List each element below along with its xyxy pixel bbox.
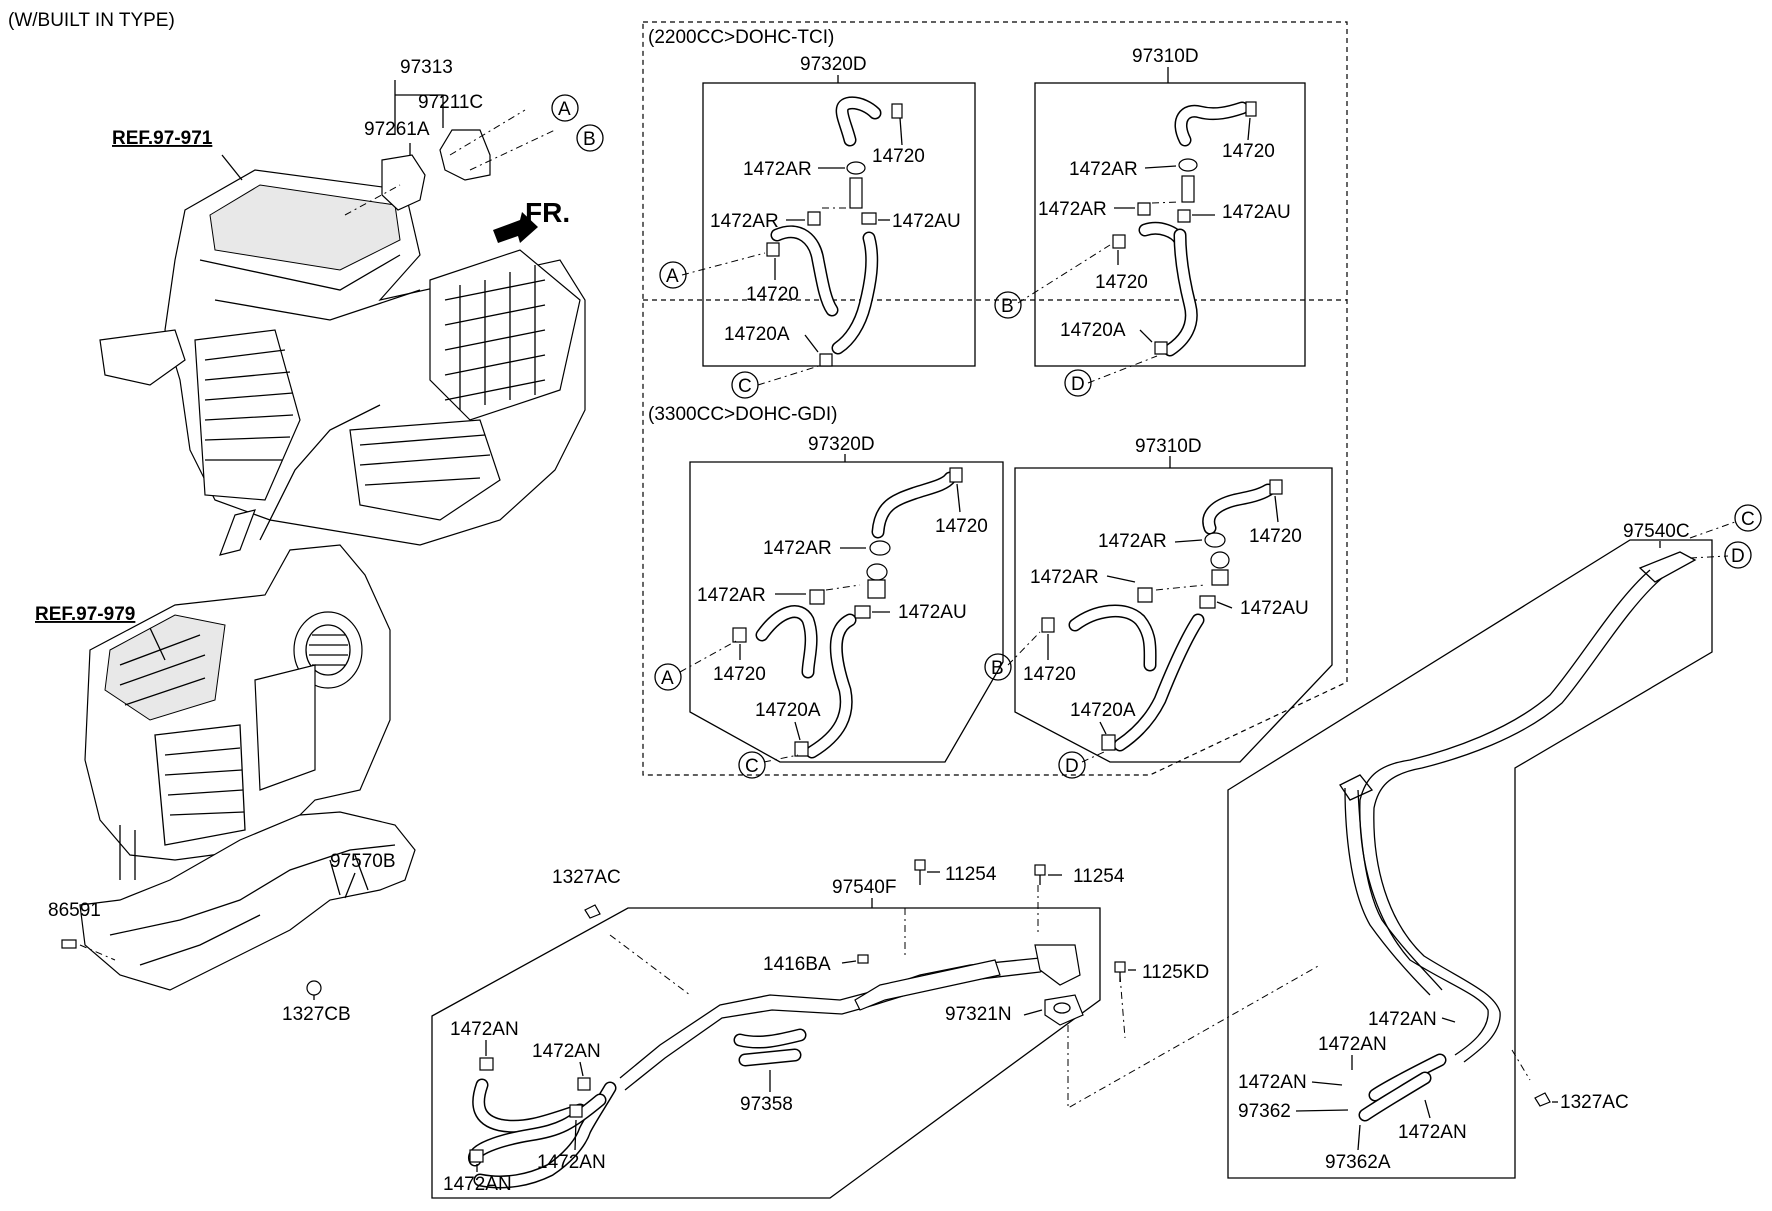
ref-lower: REF.97-979 (35, 604, 135, 625)
label-14720a: 14720A (1060, 320, 1126, 341)
callout-d-tci: D (1071, 374, 1085, 395)
gdi-left-hose-group: 97320D 14720 1472AR 1472AR 1472AU 14720 … (679, 434, 1004, 763)
label-97362: 97362 (1238, 1101, 1291, 1122)
label-97362a: 97362A (1325, 1152, 1391, 1173)
tci-right-title: 97310D (1132, 46, 1199, 67)
rear-pipe-assembly: 97540C (1227, 521, 1736, 1179)
label-1472ar: 1472AR (697, 585, 766, 606)
label-97358: 97358 (740, 1094, 793, 1115)
label-97570b: 97570B (330, 851, 396, 872)
callout-c-rear: C (1741, 509, 1755, 530)
label-1472an: 1472AN (532, 1041, 601, 1062)
label-14720: 14720 (1249, 526, 1302, 547)
label-1472an: 1472AN (1238, 1072, 1307, 1093)
label-97321n: 97321N (945, 1004, 1012, 1025)
callout-circle-b (576, 124, 604, 152)
center-pipe-assembly: 97540F (431, 877, 1321, 1199)
label-1472au: 1472AU (1222, 202, 1291, 223)
tci-left-title: 97320D (800, 54, 867, 75)
callout-b-gdi: B (991, 658, 1004, 679)
label-14720: 14720 (1222, 141, 1275, 162)
front-arrow-icon (493, 212, 538, 243)
callout-c-tci: C (738, 376, 752, 397)
label-11254: 11254 (945, 864, 997, 885)
variant-frame (642, 21, 1348, 776)
label-97540f: 97540F (832, 877, 896, 898)
label-14720: 14720 (1023, 664, 1076, 685)
label-1472an: 1472AN (537, 1152, 606, 1173)
variant-gdi-label: (3300CC>DOHC-GDI) (648, 404, 838, 425)
gdi-left-title: 97320D (808, 434, 875, 455)
header-note: (W/BUILT IN TYPE) (8, 10, 175, 31)
callout-a-tci: A (666, 266, 679, 287)
label-11254: 11254 (1073, 866, 1125, 887)
label-14720: 14720 (713, 664, 766, 685)
label-1472ar: 1472AR (1030, 567, 1099, 588)
label-97261a: 97261A (364, 119, 430, 140)
variant-tci-label: (2200CC>DOHC-TCI) (648, 27, 834, 48)
label-1472an: 1472AN (1318, 1034, 1387, 1055)
callout-d-rear: D (1731, 546, 1745, 567)
label-1472an: 1472AN (1398, 1122, 1467, 1143)
floor-duct (79, 811, 416, 991)
label-14720a: 14720A (1070, 700, 1136, 721)
callout-d-gdi: D (1065, 756, 1079, 777)
label-1472ar: 1472AR (1098, 531, 1167, 552)
label-1472au: 1472AU (898, 602, 967, 623)
label-1327ac-center: 1327AC (552, 867, 621, 888)
callout-a-top: A (558, 99, 571, 120)
label-1472ar: 1472AR (1069, 159, 1138, 180)
label-97540c: 97540C (1623, 521, 1690, 542)
label-14720: 14720 (872, 146, 925, 167)
label-14720: 14720 (1095, 272, 1148, 293)
label-1472ar: 1472AR (743, 159, 812, 180)
gdi-right-hose-group: 97310D 14720 1472AR 1472AR 1472AU 14720 … (1007, 436, 1333, 763)
callout-b-top: B (583, 129, 596, 150)
label-1416ba: 1416BA (763, 954, 831, 975)
label-1472ar: 1472AR (1038, 199, 1107, 220)
hvac-module-lower (84, 544, 391, 880)
label-14720: 14720 (746, 284, 799, 305)
label-97313: 97313 (400, 57, 453, 78)
label-97211c: 97211C (418, 92, 483, 113)
label-1125kd: 1125KD (1142, 962, 1209, 983)
callout-b-tci: B (1001, 296, 1014, 317)
label-1327cb: 1327CB (282, 1004, 351, 1025)
label-86591: 86591 (48, 900, 101, 921)
callout-circle-a (551, 94, 579, 122)
tci-right-hose-group: 97310D 14720 1472AR 1472AR 1472AU 14720 … (1017, 46, 1306, 384)
label-1327ac-right: 1327AC (1560, 1092, 1629, 1113)
label-14720: 14720 (935, 516, 988, 537)
label-1472ar: 1472AR (710, 211, 779, 232)
callout-c-gdi: C (745, 756, 759, 777)
label-14720a: 14720A (724, 324, 790, 345)
label-14720a: 14720A (755, 700, 821, 721)
label-1472au: 1472AU (1240, 598, 1309, 619)
label-1472an: 1472AN (443, 1174, 512, 1195)
ref-upper: REF.97-971 (112, 128, 213, 149)
gdi-right-title: 97310D (1135, 436, 1202, 457)
label-1472ar: 1472AR (763, 538, 832, 559)
hvac-module-upper (99, 169, 586, 556)
label-1472an: 1472AN (1368, 1009, 1437, 1030)
label-1472an: 1472AN (450, 1019, 519, 1040)
label-1472au: 1472AU (892, 211, 961, 232)
callout-a-gdi: A (661, 668, 674, 689)
tci-left-hose-group: 97320D 14720 1472AR 1472AR 1472AU 14720 … (681, 54, 976, 386)
